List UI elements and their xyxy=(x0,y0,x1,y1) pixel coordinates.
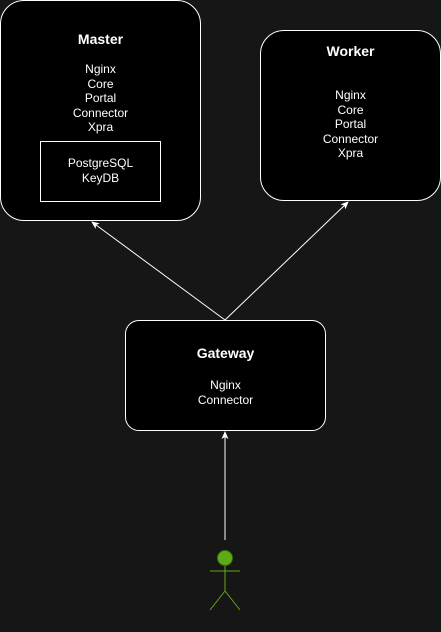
master-service: Portal xyxy=(84,91,117,105)
datastore-item: KeyDB xyxy=(81,171,120,185)
gateway-services: Nginx Connector xyxy=(126,378,325,407)
gateway-service: Connector xyxy=(197,392,254,407)
actor-head xyxy=(217,550,233,566)
worker-node: Worker Nginx Core Portal Connector Xpra xyxy=(260,30,441,201)
arrow-gateway-to-master xyxy=(91,221,226,321)
gateway-title: Gateway xyxy=(196,345,255,361)
datastore-item: PostgreSQL xyxy=(67,156,134,170)
arrow-gateway-to-worker xyxy=(224,201,349,321)
worker-services: Nginx Core Portal Connector Xpra xyxy=(261,88,440,161)
master-service: Connector xyxy=(72,105,129,120)
gateway-node: Gateway Nginx Connector xyxy=(125,320,326,431)
master-node: Master Nginx Core Portal Connector Xpra … xyxy=(0,0,201,221)
worker-service: Connector xyxy=(322,131,379,146)
master-datastore-box: PostgreSQL KeyDB xyxy=(40,141,161,202)
master-datastores: PostgreSQL KeyDB xyxy=(41,156,160,186)
actor-left-leg xyxy=(209,590,226,611)
master-service: Nginx xyxy=(85,62,116,76)
worker-service: Core xyxy=(337,102,364,117)
user-actor-icon xyxy=(209,550,241,611)
worker-title: Worker xyxy=(326,43,375,59)
master-title: Master xyxy=(77,31,124,47)
master-service: Core xyxy=(87,76,114,91)
actor-right-leg xyxy=(224,590,241,611)
master-services: Nginx Core Portal Connector Xpra xyxy=(1,62,200,135)
master-service: Xpra xyxy=(87,120,114,134)
worker-service: Portal xyxy=(334,117,367,131)
gateway-service: Nginx xyxy=(210,378,241,392)
worker-service: Xpra xyxy=(337,146,364,160)
worker-service: Nginx xyxy=(335,88,366,102)
